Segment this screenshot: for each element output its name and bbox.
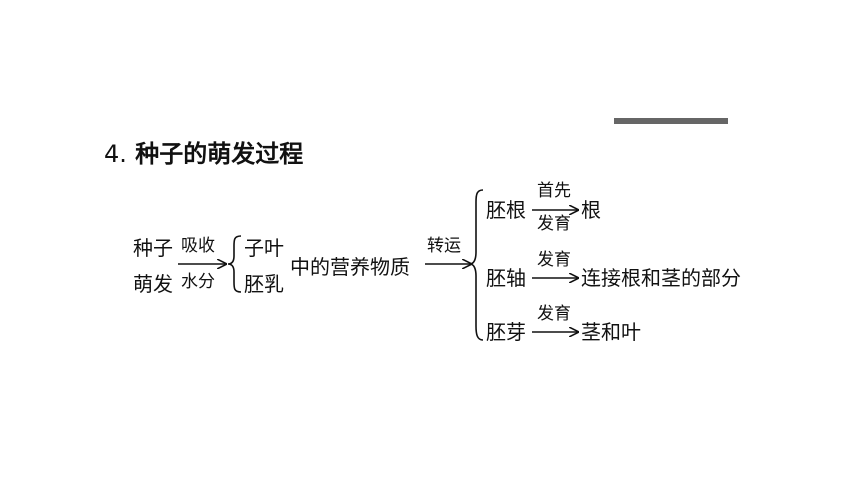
start-line2: 萌发 — [133, 272, 173, 296]
scratch-mark — [614, 118, 728, 124]
branch-plumule-part: 胚芽 — [486, 320, 526, 344]
brace-2 — [469, 189, 484, 341]
title-number: 4. — [104, 140, 127, 168]
transport-label: 转运 — [427, 236, 461, 256]
brace1-item-cotyledon: 子叶 — [244, 236, 284, 260]
nutrient-text: 中的营养物质 — [290, 255, 410, 279]
brace1-item-endosperm: 胚乳 — [244, 272, 284, 296]
branch-plumule-label-top: 发育 — [537, 304, 571, 324]
branch-hypocotyl-result: 连接根和茎的部分 — [581, 266, 741, 290]
section-title: 4. 种子的萌发过程 — [104, 142, 303, 166]
start-line1: 种子 — [133, 236, 173, 260]
branch-radicle-label-bottom: 发育 — [537, 214, 571, 234]
branch-hypocotyl-label-top: 发育 — [537, 250, 571, 270]
branch-plumule-result: 茎和叶 — [581, 320, 641, 344]
branch-radicle-part: 胚根 — [486, 198, 526, 222]
absorb-label-top: 吸收 — [181, 236, 215, 256]
branch-radicle-label-top: 首先 — [537, 181, 571, 201]
branch-hypocotyl-part: 胚轴 — [486, 266, 526, 290]
branch-radicle-result: 根 — [581, 198, 601, 222]
brace-1 — [227, 235, 242, 293]
title-text: 种子的萌发过程 — [135, 140, 304, 168]
absorb-label-bottom: 水分 — [181, 272, 215, 292]
